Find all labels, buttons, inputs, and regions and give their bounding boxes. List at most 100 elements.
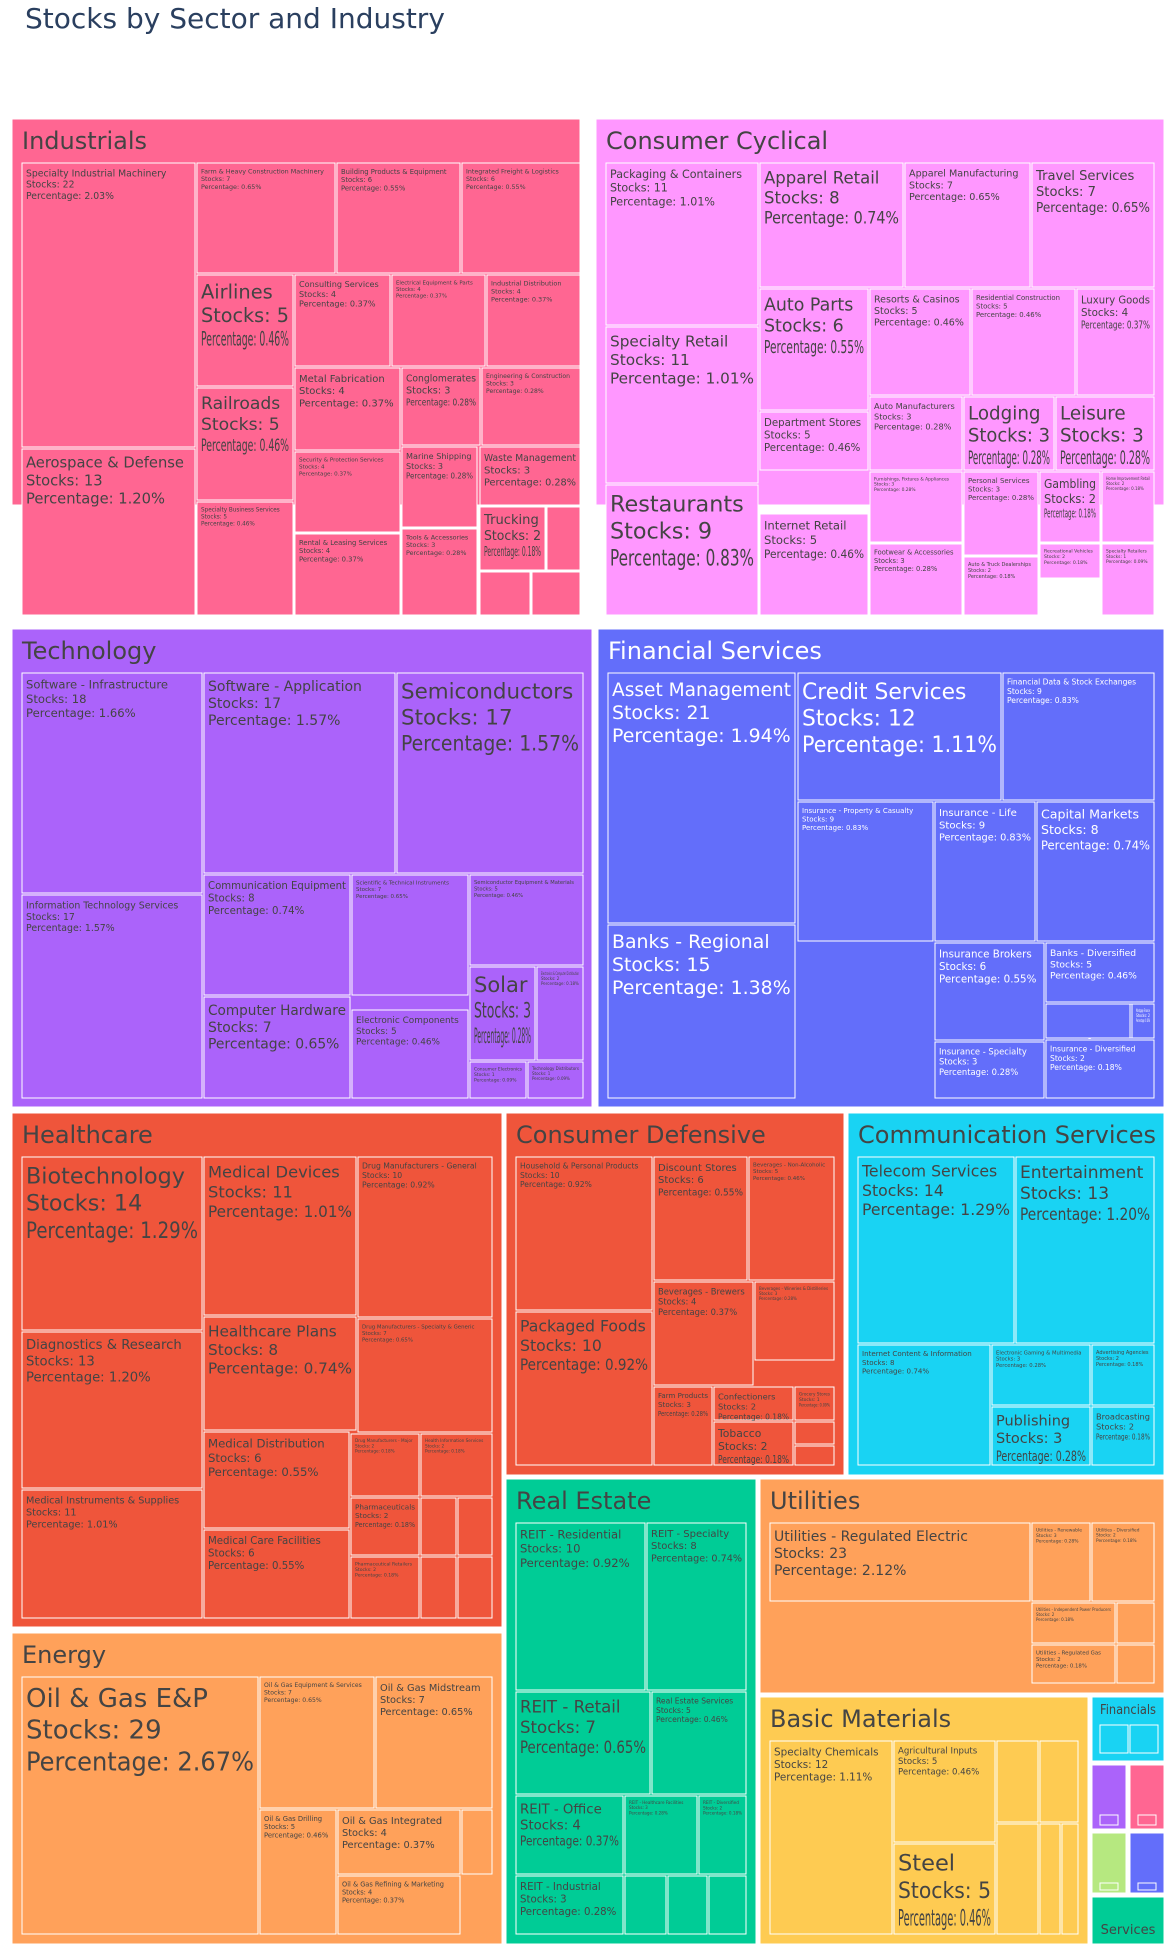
sector-unlabeled-12[interactable] [1091, 1764, 1127, 1830]
industry-rect[interactable] [934, 1041, 1045, 1099]
industry-rect[interactable] [21, 672, 203, 894]
industry-rect[interactable] [337, 1875, 461, 1935]
industry-rect[interactable] [527, 1061, 584, 1099]
industry-tile[interactable] [1061, 1823, 1079, 1935]
industry-rect[interactable] [1039, 543, 1101, 579]
industry-rect[interactable] [203, 1431, 350, 1529]
industry-tile[interactable]: Beverages - Wineries & DistilleriesStock… [754, 1281, 835, 1361]
industry-tile[interactable] [1045, 1003, 1131, 1039]
industry-tile[interactable] [1129, 1724, 1159, 1754]
industry-rect[interactable] [203, 1529, 350, 1619]
industry-rect[interactable] [1045, 1039, 1155, 1099]
industry-tile[interactable] [457, 1497, 493, 1556]
industry-rect[interactable] [21, 1676, 259, 1935]
industry-tile[interactable]: Financial Data & Stock ExchangesStocks: … [1002, 672, 1155, 801]
industry-rect[interactable] [515, 1522, 646, 1691]
industry-rect[interactable] [420, 1497, 457, 1556]
industry-rect[interactable] [653, 1156, 748, 1281]
industry-rect[interactable] [624, 1795, 698, 1875]
sector-unlabeled-15[interactable] [1129, 1832, 1165, 1894]
industry-rect[interactable] [486, 274, 581, 367]
industry-tile[interactable] [1099, 1814, 1119, 1826]
industry-rect[interactable] [794, 1445, 835, 1466]
industry-rect[interactable] [196, 274, 294, 387]
industry-rect[interactable] [713, 1421, 794, 1466]
industry-rect[interactable] [515, 1875, 624, 1935]
industry-rect[interactable] [457, 1556, 493, 1619]
industry-rect[interactable] [1031, 1644, 1116, 1684]
industry-rect[interactable] [653, 1386, 713, 1466]
industry-rect[interactable] [1137, 1814, 1157, 1826]
industry-rect[interactable] [294, 274, 391, 367]
industry-rect[interactable] [963, 396, 1055, 471]
industry-tile[interactable] [1039, 1740, 1079, 1823]
industry-rect[interactable] [350, 1556, 420, 1619]
industry-rect[interactable] [420, 1556, 457, 1619]
industry-rect[interactable] [375, 1676, 493, 1809]
industry-rect[interactable] [794, 1421, 835, 1445]
industry-rect[interactable] [869, 471, 963, 543]
industry-rect[interactable] [653, 1281, 754, 1386]
industry-rect[interactable] [769, 1522, 1031, 1602]
industry-tile[interactable] [461, 1809, 493, 1875]
industry-rect[interactable] [461, 162, 581, 274]
industry-tile[interactable] [1137, 1882, 1157, 1891]
industry-rect[interactable] [357, 1156, 493, 1318]
industry-rect[interactable] [515, 1691, 651, 1795]
industry-rect[interactable] [857, 1156, 1015, 1344]
industry-rect[interactable] [336, 162, 461, 274]
industry-rect[interactable] [893, 1843, 996, 1935]
industry-rect[interactable] [1055, 396, 1155, 471]
industry-rect[interactable] [769, 1740, 893, 1935]
industry-rect[interactable] [713, 1386, 794, 1421]
industry-rect[interactable] [646, 1522, 747, 1691]
industry-rect[interactable] [1031, 162, 1155, 288]
industry-rect[interactable] [350, 1497, 420, 1556]
industry-rect[interactable] [794, 1386, 835, 1421]
